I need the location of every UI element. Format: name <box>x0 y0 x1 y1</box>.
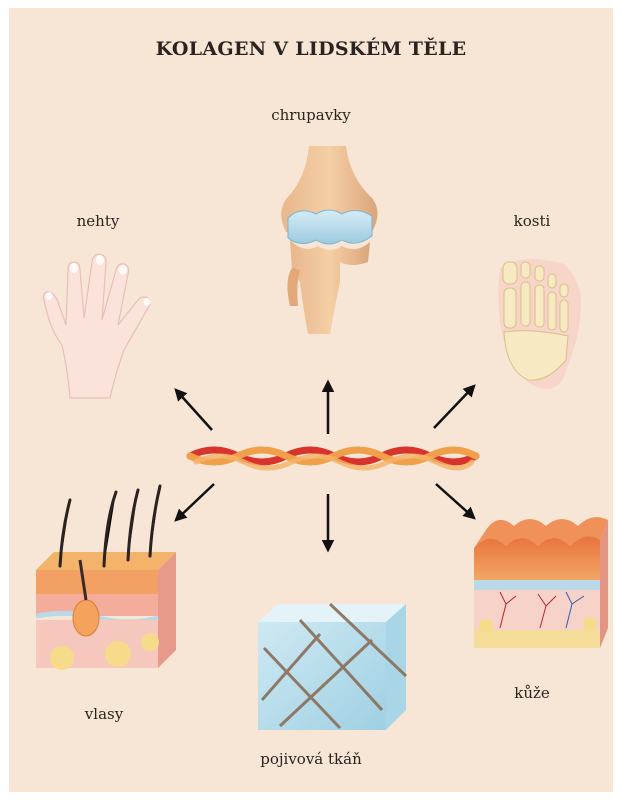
arrow-to-nails <box>176 390 212 430</box>
hand-icon <box>44 254 151 398</box>
knee-joint-icon <box>281 146 377 334</box>
arrow-to-skin <box>436 484 474 518</box>
arrow-to-hair <box>176 484 214 520</box>
foot-bones-icon <box>498 259 580 389</box>
arrow-to-bones <box>434 386 474 428</box>
connective-tissue-cube-icon <box>258 604 406 730</box>
skin-layers-icon <box>474 517 608 648</box>
hair-follicle-skin-icon <box>36 486 176 670</box>
collagen-fiber-icon <box>190 450 476 468</box>
